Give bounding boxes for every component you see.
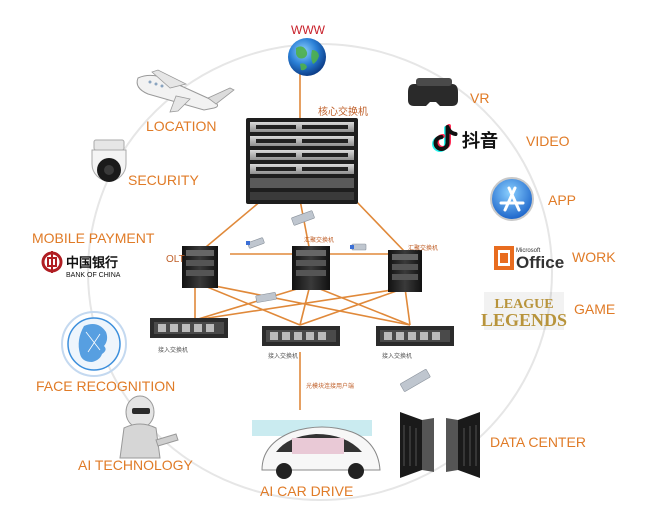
douyin-logo-icon [432, 124, 458, 152]
douyin-text: 抖音 [462, 130, 498, 152]
aggregation-label: 汇聚交换机 [304, 236, 334, 244]
vr-label: VR [470, 90, 489, 106]
face-recognition-label: FACE RECOGNITION [36, 378, 175, 394]
face-recognition-icon [61, 311, 127, 377]
robot-icon [119, 395, 179, 459]
globe-icon [288, 38, 326, 76]
aggregation-label-right: 汇聚交换机 [408, 244, 438, 252]
office-icon [494, 246, 514, 270]
data-center-icon [400, 412, 480, 478]
access-switch-2 [262, 326, 340, 346]
video-label: VIDEO [526, 133, 570, 149]
access-label-1: 接入交换机 [158, 346, 188, 354]
lol-line1: LEAGUE [494, 297, 553, 312]
airplane-icon [136, 69, 235, 113]
access-switch-1 [150, 318, 228, 338]
core-switch-label: 核心交换机 [318, 105, 368, 118]
location-label: LOCATION [146, 118, 217, 134]
access-switch-3 [376, 326, 454, 346]
optical-module-icon [247, 210, 431, 392]
office-small-text: Microsoft [516, 248, 541, 254]
bank-cn-text: 中国银行 [66, 255, 118, 271]
core-switch [246, 118, 358, 204]
link-lines [194, 68, 411, 410]
bank-logo-icon [41, 251, 63, 273]
olt-switch [182, 246, 218, 288]
lol-line2: LEGENDS [481, 310, 567, 330]
game-label: GAME [574, 301, 615, 317]
aggregation-switch-right [388, 250, 422, 292]
access-label-3: 接入交换机 [382, 352, 412, 360]
bank-en-text: BANK OF CHINA [66, 272, 121, 279]
car-icon [252, 420, 381, 479]
olt-label: OLT [166, 254, 185, 265]
mobile-payment-label: MOBILE PAYMENT [32, 230, 155, 246]
ai-technology-label: AI TECHNOLOGY [78, 457, 194, 473]
work-label: WORK [572, 249, 616, 265]
app-store-icon [490, 177, 534, 221]
aggregation-switch-center [292, 246, 330, 290]
office-text: Office [516, 253, 564, 272]
vr-headset-icon [408, 78, 458, 106]
security-camera-icon [91, 139, 127, 182]
www-label: WWW [291, 23, 326, 37]
lol-logo-icon [484, 292, 564, 330]
data-center-label: DATA CENTER [490, 434, 586, 450]
security-label: SECURITY [128, 172, 199, 188]
access-label-2: 接入交换机 [268, 352, 298, 360]
ai-car-drive-label: AI CAR DRIVE [260, 483, 353, 499]
optical-user-label: 光模块连接用户端 [306, 382, 354, 390]
app-label: APP [548, 192, 576, 208]
